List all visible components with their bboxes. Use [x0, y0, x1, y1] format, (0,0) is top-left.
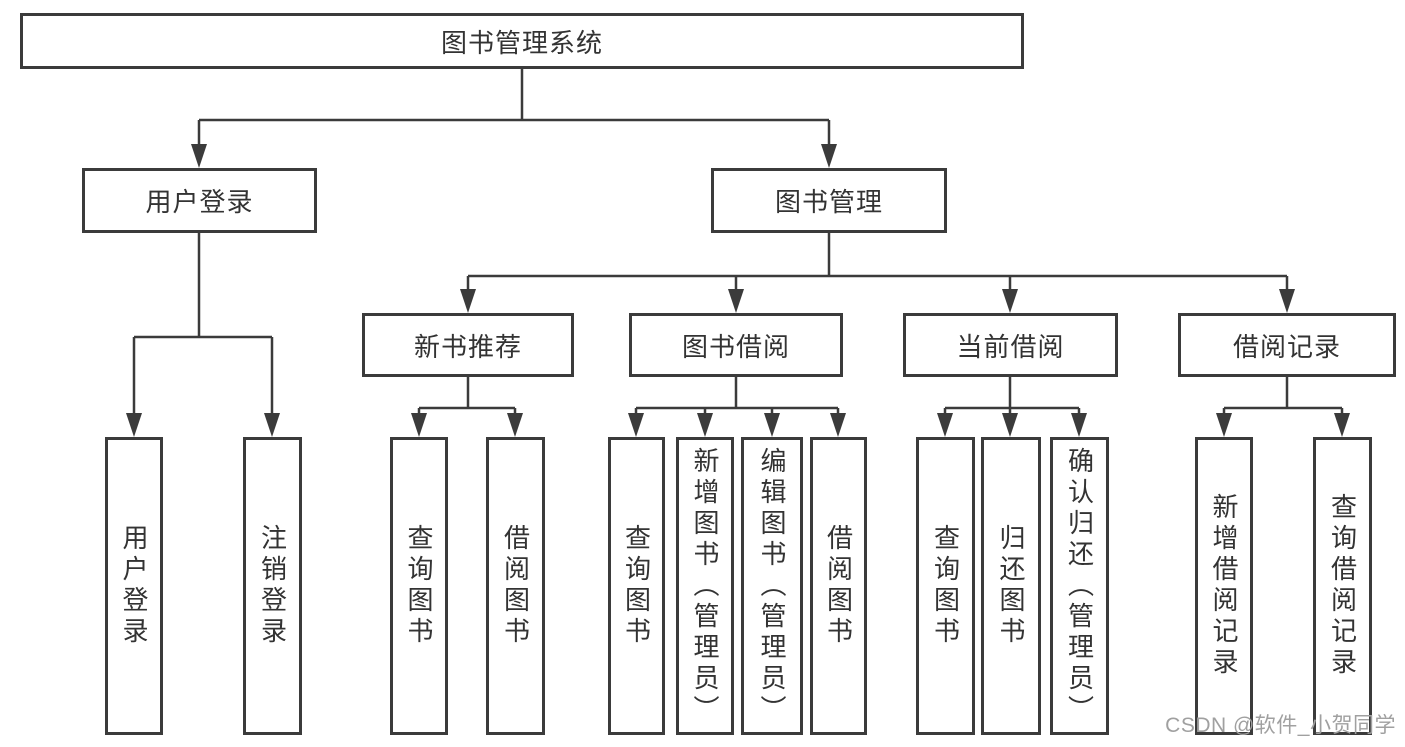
connector-current-borrow-split [937, 377, 1087, 437]
connector-new-books-split [411, 377, 523, 437]
arrowhead-icon [728, 289, 744, 313]
arrowhead-icon [764, 413, 780, 437]
connector-user-login-split [126, 233, 280, 437]
leaf-borrowing-borrow-books: 借阅图书 [810, 437, 867, 735]
arrowhead-icon [507, 413, 523, 437]
arrowhead-icon [460, 289, 476, 313]
leaf-logout: 注销登录 [243, 437, 302, 735]
arrowhead-icon [1002, 289, 1018, 313]
arrowhead-icon [1002, 413, 1018, 437]
leaf-user-login: 用户登录 [105, 437, 163, 735]
leaf-recommend-query-books: 查询图书 [390, 437, 448, 735]
node-library-system: 图书管理系统 [20, 13, 1024, 69]
connector-book-borrow-split [628, 377, 846, 437]
arrowhead-icon [411, 413, 427, 437]
arrowhead-icon [628, 413, 644, 437]
arrowhead-icon [191, 144, 207, 168]
arrowhead-icon [126, 413, 142, 437]
node-new-book-recommend: 新书推荐 [362, 313, 574, 377]
node-user-login: 用户登录 [82, 168, 317, 233]
watermark: CSDN @软件_小贺同学 [1165, 714, 1396, 737]
leaf-current-query-books: 查询图书 [916, 437, 975, 735]
leaf-borrowing-add-books-admin: 新增图书（管理员） [676, 437, 734, 735]
arrowhead-icon [697, 413, 713, 437]
arrowhead-icon [821, 144, 837, 168]
leaf-borrowing-query-books: 查询图书 [608, 437, 665, 735]
arrowhead-icon [1279, 289, 1295, 313]
leaf-records-query-borrow-record: 查询借阅记录 [1313, 437, 1372, 735]
connector-borrow-records-split [1216, 377, 1350, 437]
node-book-borrowing: 图书借阅 [629, 313, 843, 377]
connector-book-mgmt-split [460, 233, 1295, 313]
leaf-recommend-borrow-books: 借阅图书 [486, 437, 545, 735]
leaf-records-add-borrow-record: 新增借阅记录 [1195, 437, 1253, 735]
arrowhead-icon [937, 413, 953, 437]
arrowhead-icon [1216, 413, 1232, 437]
connector-root-split [191, 69, 837, 168]
leaf-borrowing-edit-books-admin: 编辑图书（管理员） [741, 437, 803, 735]
arrowhead-icon [1334, 413, 1350, 437]
node-book-management: 图书管理 [711, 168, 947, 233]
node-borrow-records: 借阅记录 [1178, 313, 1396, 377]
arrowhead-icon [264, 413, 280, 437]
leaf-current-return-books: 归还图书 [981, 437, 1041, 735]
node-current-borrowing: 当前借阅 [903, 313, 1118, 377]
arrowhead-icon [830, 413, 846, 437]
leaf-current-confirm-return-admin: 确认归还（管理员） [1050, 437, 1109, 735]
arrowhead-icon [1071, 413, 1087, 437]
